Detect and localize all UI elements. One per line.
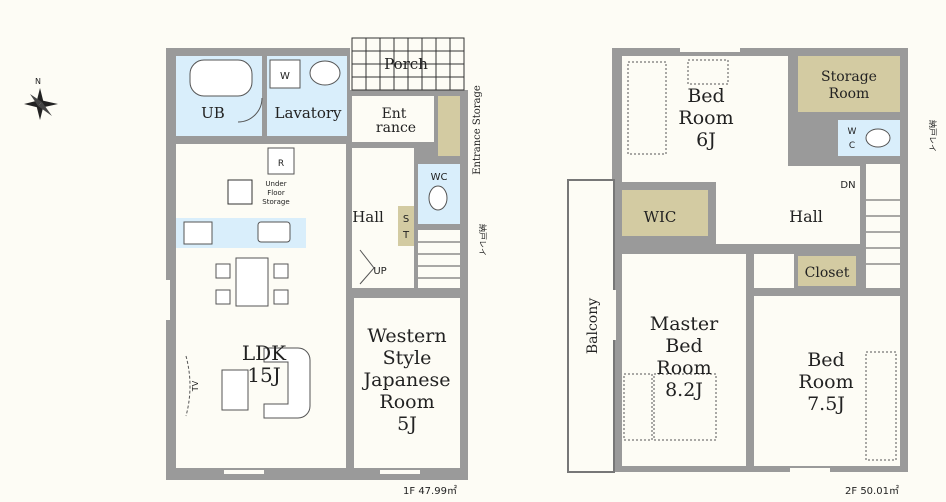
stove-icon: [183, 221, 213, 245]
desk-6j-icon: [687, 59, 729, 85]
balcony-label: Balcony: [585, 298, 601, 354]
compass-north-label: N: [35, 77, 41, 86]
bedroom-75j-label-1: Bed: [807, 349, 844, 371]
balcony: [567, 179, 615, 473]
st-label-2: T: [402, 230, 410, 241]
stairs1: [418, 230, 460, 288]
floor2-plan: Balcony Bed Room 6J Storage Room W C 納戸レ…: [567, 48, 938, 497]
porch-label: Porch: [384, 55, 428, 73]
floor2-area-label: 2F 50.01㎡: [845, 485, 899, 497]
hall1-label: Hall: [352, 208, 384, 226]
under-floor-storage-icon: [227, 179, 253, 205]
toilet2-icon: [865, 128, 891, 148]
floor1-plan: Porch W UB Lavatory Ent: [166, 34, 488, 497]
floor1-area-label: 1F 47.99㎡: [403, 485, 457, 497]
bedroom-75j: [754, 296, 900, 466]
floor2-windows: [612, 48, 830, 472]
wc1-label: WC: [431, 172, 448, 183]
tv-icon: [185, 355, 191, 417]
closet-label: Closet: [805, 265, 850, 281]
entrance-label: Ent: [382, 106, 407, 122]
lavatory-label: Lavatory: [274, 104, 342, 122]
storage-room: [798, 56, 900, 112]
bed-6j-icon: [627, 61, 667, 155]
under-floor-storage-label-3: Storage: [262, 198, 289, 206]
st-storage: [398, 206, 414, 246]
dining-chairs-icon: [215, 263, 289, 305]
western-label-5: 5J: [397, 413, 417, 435]
bathtub-icon: [189, 59, 253, 97]
western-label-1: Western: [367, 325, 446, 347]
sink-icon: [309, 60, 341, 86]
wc2-label-2: C: [849, 141, 855, 151]
master-label-1: Master: [650, 313, 719, 335]
entrance-storage-label: Entrance Storage: [472, 85, 483, 175]
floor2-note: 納戸レイ: [928, 120, 938, 152]
stairs2: [866, 164, 900, 288]
hall2-lower: [754, 254, 794, 288]
sofa-icon: [263, 347, 311, 419]
refrigerator-label: R: [278, 159, 284, 169]
bedroom-75j-label-3: 7.5J: [807, 393, 845, 415]
toilet1-icon: [428, 185, 448, 211]
entrance-room: [352, 96, 434, 142]
bed-master-1-icon: [623, 373, 653, 441]
wic-label: WIC: [644, 208, 677, 226]
hall2-label: Hall: [789, 207, 823, 226]
bedroom-6j: [622, 56, 788, 182]
floor1-note: 納戸レイ: [478, 224, 488, 256]
entrance-label-line2: rance: [376, 120, 416, 136]
entrance-label-line1: Ent: [382, 106, 407, 122]
bedroom-6j-label-3: 6J: [696, 129, 716, 151]
hall2-room: [716, 166, 860, 244]
master-label-4: 8.2J: [665, 379, 703, 401]
ub-door-icon: [237, 97, 263, 123]
western-label-4: Room: [379, 391, 434, 413]
stairs1-lines: [359, 241, 460, 285]
closet: [798, 256, 856, 286]
bedroom-6j-label-1: Bed: [687, 85, 724, 107]
western-label-3: Japanese: [362, 369, 451, 391]
bedroom-75j-label-2: Room: [798, 371, 853, 393]
compass-icon: N: [24, 77, 58, 120]
porch-tiles: [351, 37, 465, 91]
up-label: UP: [373, 266, 386, 277]
under-floor-storage-label-1: Under: [265, 180, 286, 188]
storage-room-label-1: Storage: [821, 69, 877, 85]
ub-label: UB: [201, 104, 225, 122]
entrance-storage: [438, 96, 460, 156]
kitchen-sink-icon: [257, 221, 291, 243]
tv-label: TV: [191, 380, 200, 392]
refrigerator-icon: [267, 147, 295, 175]
master-label-2: Bed: [665, 335, 702, 357]
floor1-windows: [166, 280, 420, 474]
st-label-1: S: [403, 214, 409, 225]
wc2-label-1: W: [848, 127, 857, 137]
coffee-table-icon: [221, 369, 249, 411]
ldk-label-line2: 15J: [247, 363, 280, 387]
dining-table-icon: [235, 257, 269, 307]
western-label-2: Style: [383, 347, 432, 369]
dn-label: DN: [840, 180, 855, 191]
master-bedroom: [622, 254, 746, 466]
bedroom-6j-label-2: Room: [678, 107, 733, 129]
ldk-label-line1: LDK: [242, 341, 287, 365]
bed-75j-icon: [865, 351, 897, 461]
wic-room: [622, 190, 708, 236]
master-label-3: Room: [656, 357, 711, 379]
washer-icon: [269, 59, 301, 89]
stairs2-lines: [866, 199, 900, 265]
washer-label: W: [280, 71, 290, 82]
western-room: [354, 298, 460, 468]
under-floor-storage-label-2: Floor: [267, 189, 285, 197]
storage-room-label-2: Room: [829, 86, 870, 102]
